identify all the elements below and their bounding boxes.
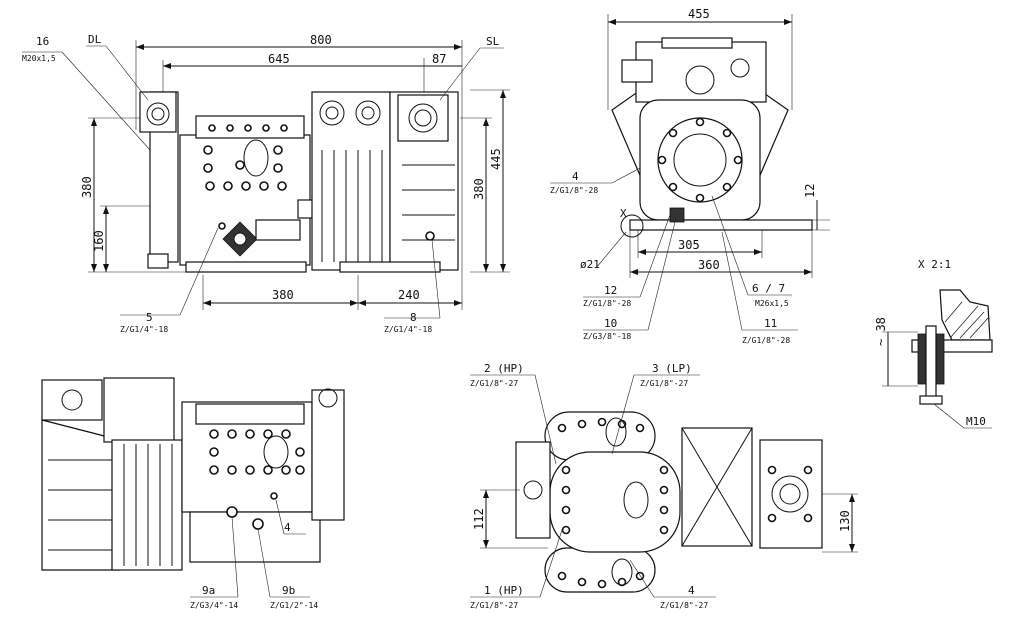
side-callout-6-7: 6 / 7 xyxy=(752,282,785,295)
side-callout-12: 12 xyxy=(604,284,617,297)
top-callout-4: 4 xyxy=(688,584,695,597)
detail-foot-section xyxy=(939,289,991,341)
bl-callout-9b: 9b xyxy=(282,584,295,597)
side-callout-11-code: Z/G1/8"-28 xyxy=(742,336,790,345)
side-callout-4-code: Z/G1/8"-28 xyxy=(550,186,598,195)
side-callout-10: 10 xyxy=(604,317,617,330)
side-callout-4: 4 xyxy=(572,170,579,183)
side-top-valve-assembly xyxy=(635,41,767,103)
dim-87: 87 xyxy=(432,52,446,66)
dim-130: 130 xyxy=(838,510,852,532)
callout-8: 8 xyxy=(410,311,417,324)
detail-view-x: X 2:1 ~ 38 M10 xyxy=(874,258,993,429)
top-discharge-valve xyxy=(515,441,551,539)
dim-360: 360 xyxy=(698,258,720,272)
top-callout-2-hp-code: Z/G1/8"-27 xyxy=(470,379,518,388)
hole-diameter: ø21 xyxy=(580,258,600,271)
top-suction-valve xyxy=(759,439,823,549)
bl-discharge-block xyxy=(311,389,345,521)
dim-112: 112 xyxy=(472,508,486,530)
bl-fin-lines xyxy=(123,444,173,566)
top-callout-1-hp-code: Z/G1/8"-27 xyxy=(470,601,518,610)
detail-hatching xyxy=(944,301,989,339)
top-callout-1-hp: 1 (HP) xyxy=(484,584,524,597)
bl-valve-left xyxy=(41,379,103,421)
side-view: 455 12 305 xyxy=(550,7,830,345)
top-crankcase xyxy=(549,451,681,553)
dim-bottom-240: 240 xyxy=(398,288,420,302)
bl-callout-9a: 9a xyxy=(202,584,215,597)
dim-800: 800 xyxy=(310,33,332,47)
dim-160: 160 xyxy=(92,230,106,252)
callout-16-code: M20x1,5 xyxy=(22,54,56,63)
dim-380-right: 380 xyxy=(472,178,486,200)
dim-12: 12 xyxy=(803,184,817,198)
bl-callout-9a-code: Z/G3/4"-14 xyxy=(190,601,238,610)
dim-645: 645 xyxy=(268,52,290,66)
detail-x-marker-circle xyxy=(620,214,644,238)
detail-bolt-shaft xyxy=(925,325,937,399)
side-callout-12-code: Z/G1/8"-28 xyxy=(583,299,631,308)
side-callout-6-7-code: M26x1,5 xyxy=(755,299,789,308)
top-callout-2-hp: 2 (HP) xyxy=(484,362,524,375)
detail-title: X 2:1 xyxy=(918,258,951,271)
dim-bottom-380: 380 xyxy=(272,288,294,302)
dim-380-left: 380 xyxy=(80,176,94,198)
bl-head-bolts xyxy=(209,429,305,475)
bl-motor-top xyxy=(103,377,175,443)
callout-dl: DL xyxy=(88,33,102,46)
callout-sl: SL xyxy=(486,35,500,48)
detail-bolt-size: M10 xyxy=(966,415,986,428)
top-callout-3-lp: 3 (LP) xyxy=(652,362,692,375)
detail-dim-38: ~ 38 xyxy=(874,317,888,346)
bl-callout-4: 4 xyxy=(284,521,291,534)
top-bolts xyxy=(557,417,669,589)
side-callout-11: 11 xyxy=(764,317,777,330)
dim-445: 445 xyxy=(489,148,503,170)
detail-x-marker: X xyxy=(620,207,627,220)
bottom-left-view: 4 9a Z/G3/4"-14 9b Z/G1/2"-14 xyxy=(41,377,345,610)
callout-8-code: Z/G1/4"-18 xyxy=(384,325,432,334)
bl-callout-9b-code: Z/G1/2"-14 xyxy=(270,601,318,610)
front-dl-valve xyxy=(139,91,177,133)
side-callout-10-code: Z/G3/8"-18 xyxy=(583,332,631,341)
front-head-bolts xyxy=(203,124,288,191)
bl-housing-ribs xyxy=(48,459,115,551)
dim-455: 455 xyxy=(688,7,710,21)
top-callout-4-code: Z/G1/8"-27 xyxy=(660,601,708,610)
front-cooling-fins xyxy=(321,150,383,262)
callout-5: 5 xyxy=(146,311,153,324)
callout-16: 16 xyxy=(36,35,49,48)
top-view: 112 130 2 (HP) Z/G1/8"-27 3 (LP) Z/G1/8"… xyxy=(470,362,858,610)
front-sl-valve xyxy=(397,94,449,142)
side-cover-bolts xyxy=(657,117,743,203)
dim-305: 305 xyxy=(678,238,700,252)
front-view: 800 645 87 445 380 380 16 xyxy=(22,33,510,334)
top-callout-3-lp-code: Z/G1/8"-27 xyxy=(640,379,688,388)
callout-5-code: Z/G1/4"-18 xyxy=(120,325,168,334)
